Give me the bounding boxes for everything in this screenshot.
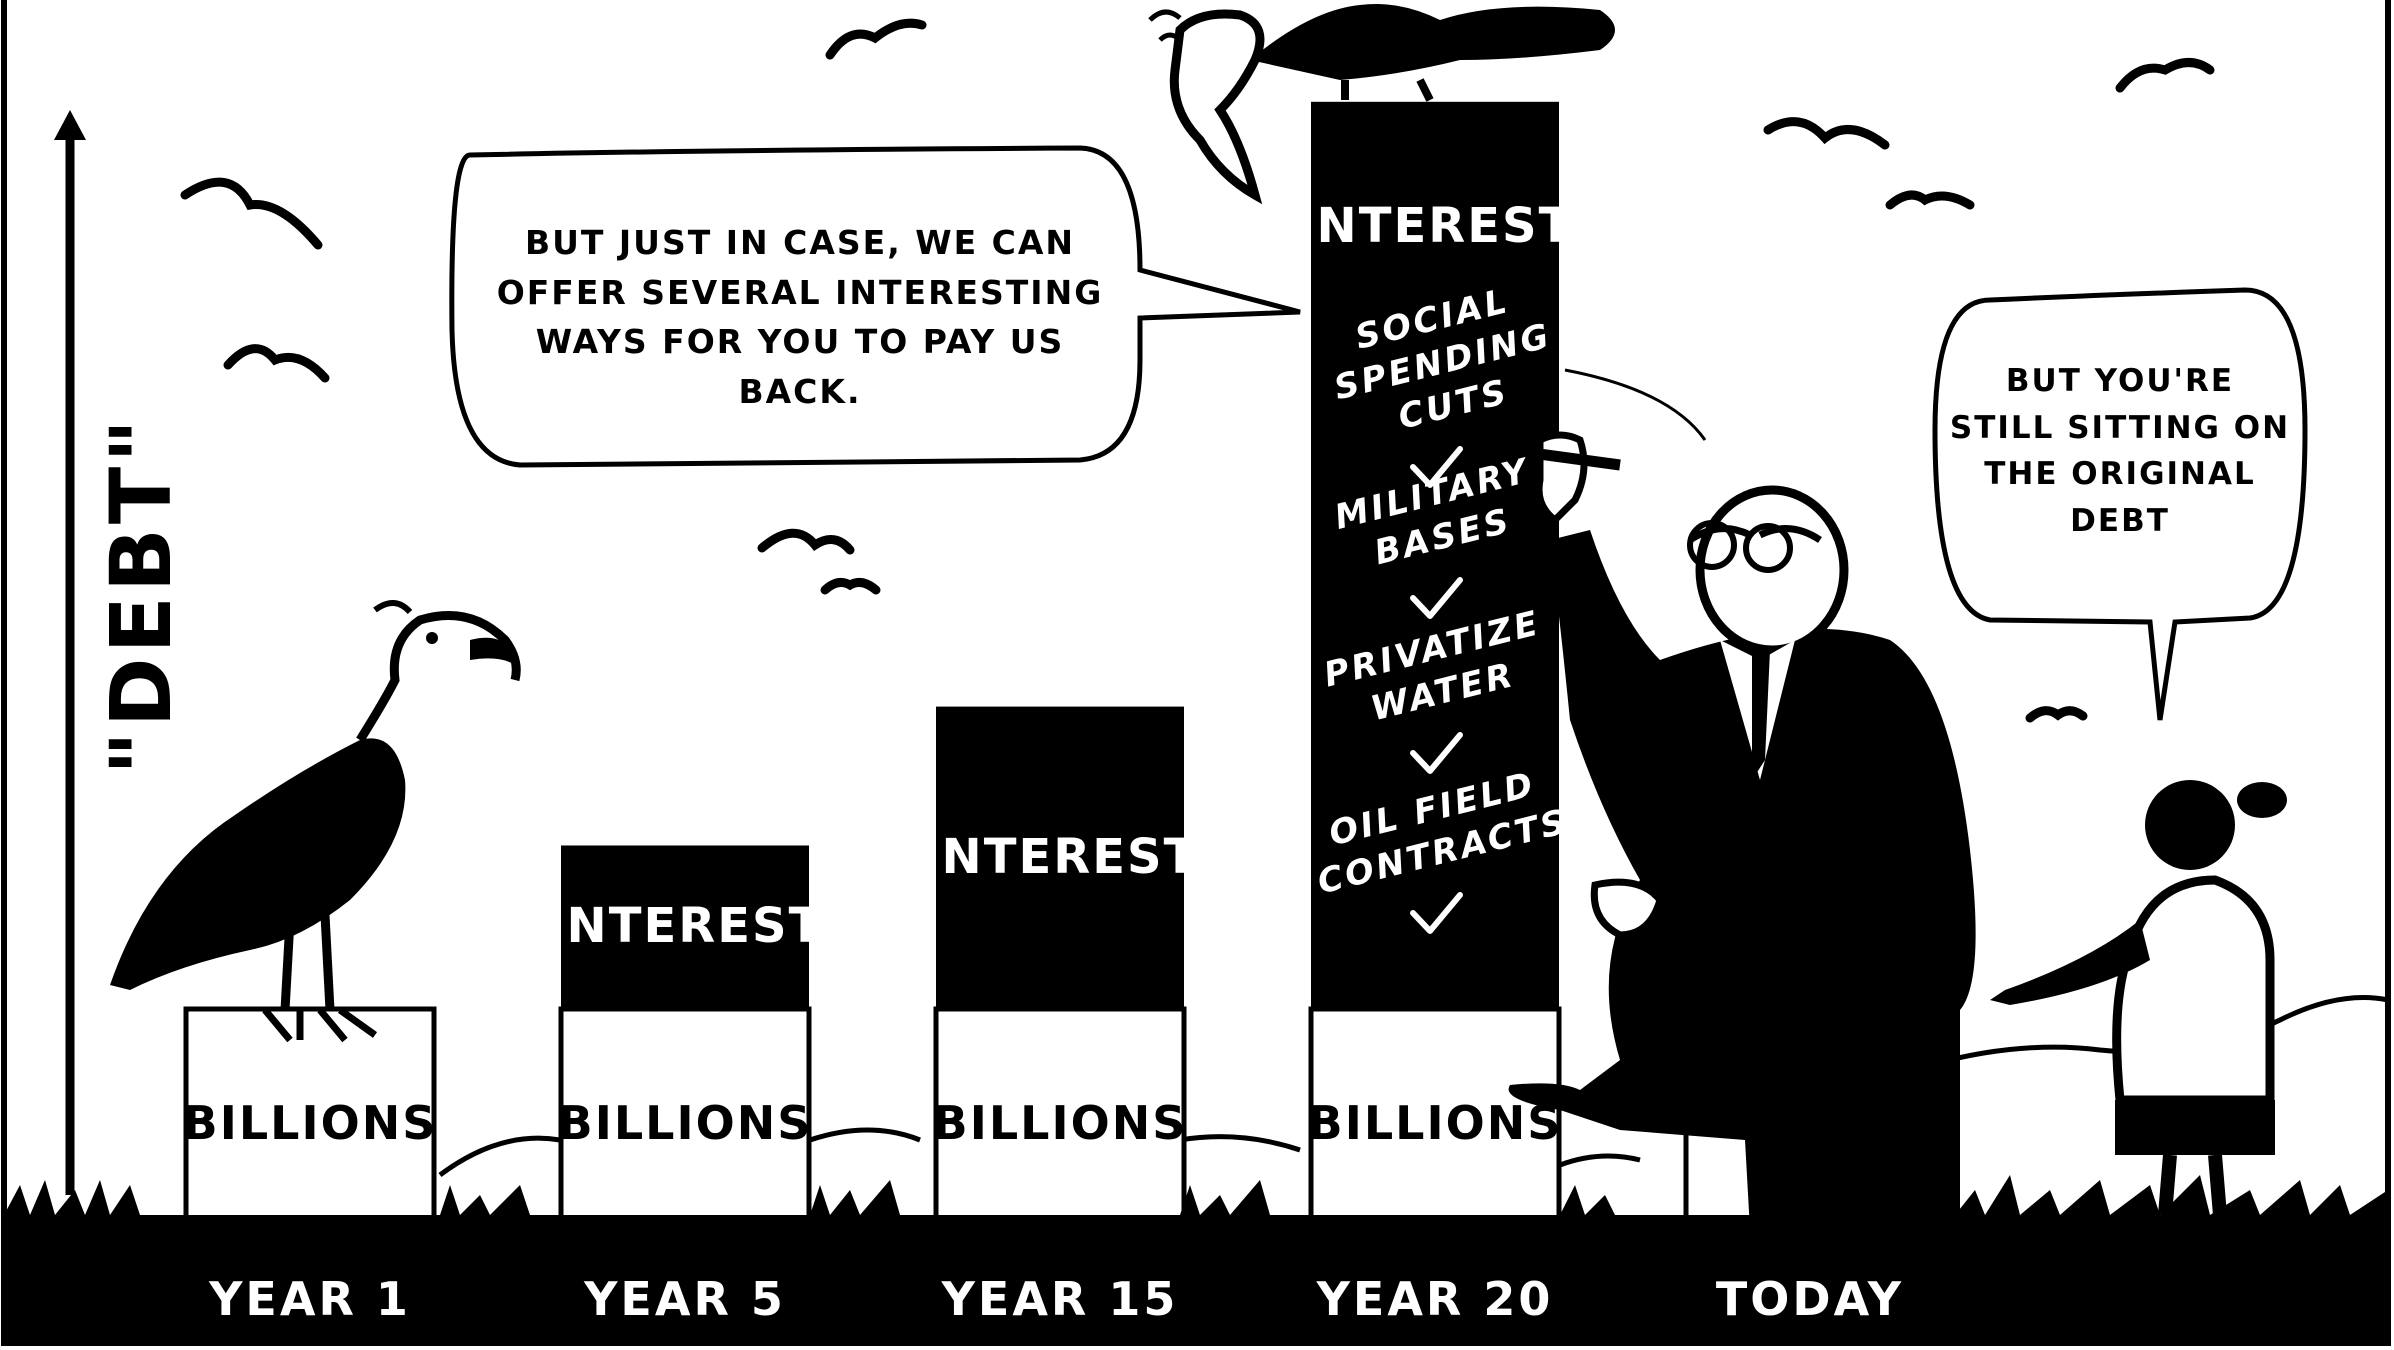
flying-birds <box>180 18 2215 723</box>
child-speech-line: DEBT <box>2070 502 2170 539</box>
bar-billions <box>183 1006 437 1236</box>
creditor-speech-line: WAYS FOR YOU TO PAY US BACK. <box>535 322 1065 411</box>
x-axis-tick-label: YEAR 5 <box>583 1272 786 1326</box>
bar-billions <box>1308 1006 1562 1236</box>
creditor-speech-text: BUT JUST IN CASE, WE CAN OFFER SEVERAL I… <box>480 218 1120 416</box>
interest-checklist: SOCIALSPENDINGCUTSMILITARYBASESPRIVATIZE… <box>1314 281 1572 934</box>
bars: BILLIONS BILLIONS INTEREST BILLIONS INTEREST… <box>183 101 1937 1236</box>
bar-billions-label: BILLIONS <box>1308 1096 1563 1150</box>
child-speech-line: BUT YOU'RE <box>2005 363 2235 399</box>
creditor-speech-line: OFFER SEVERAL INTERESTING <box>496 272 1104 312</box>
checkmark-icon <box>1410 732 1463 774</box>
bar-interest-label: INTEREST <box>1297 198 1574 254</box>
bar-billions <box>558 1006 812 1236</box>
bar-interest-label: INTEREST <box>547 898 824 954</box>
bar-billions <box>933 1006 1187 1236</box>
x-axis-tick-label: YEAR 15 <box>941 1272 1179 1326</box>
x-axis-tick-label: TODAY <box>1716 1272 1904 1326</box>
child-speech-bubble <box>1932 287 2308 721</box>
creditor-speech-bubble <box>449 145 1301 468</box>
child-speech-line: STILL SITTING ON <box>1949 409 2291 446</box>
y-axis: "DEBT" <box>54 110 190 1195</box>
child-illustration <box>1990 780 2287 1216</box>
y-axis-arrowhead <box>54 110 86 140</box>
checkmark-icon <box>1410 577 1463 619</box>
bar-interest <box>936 706 1184 1009</box>
x-axis-labels: YEAR 1 YEAR 5 YEAR 15 YEAR 20 TODAY <box>208 1272 1904 1326</box>
bar-billions-label: BILLIONS <box>558 1096 813 1150</box>
child-speech-text: BUT YOU'RE STILL SITTING ON THE ORIGINAL… <box>1945 358 2295 544</box>
vulture-illustration <box>110 600 521 1043</box>
pen-stroke-line <box>1564 368 1707 441</box>
creditor-man-illustration <box>1508 431 1976 1230</box>
bar-billions-label: BILLIONS <box>933 1096 1188 1150</box>
bar-interest <box>561 845 809 1009</box>
checkmark-icon <box>1410 446 1463 488</box>
x-axis-tick-label: YEAR 1 <box>208 1272 411 1326</box>
y-axis-label: "DEBT" <box>92 415 190 775</box>
bar-billions-label: BILLIONS <box>183 1096 438 1150</box>
x-axis-tick-label: YEAR 20 <box>1316 1272 1554 1326</box>
child-speech-line: THE ORIGINAL <box>1984 456 2256 492</box>
creditor-speech-line: BUT JUST IN CASE, WE CAN <box>524 223 1076 262</box>
bar-interest-label: INTEREST <box>922 829 1199 885</box>
top-vulture-illustration <box>1148 4 1615 205</box>
bar-interest <box>1311 101 1559 1010</box>
checkmark-icon <box>1410 892 1463 934</box>
